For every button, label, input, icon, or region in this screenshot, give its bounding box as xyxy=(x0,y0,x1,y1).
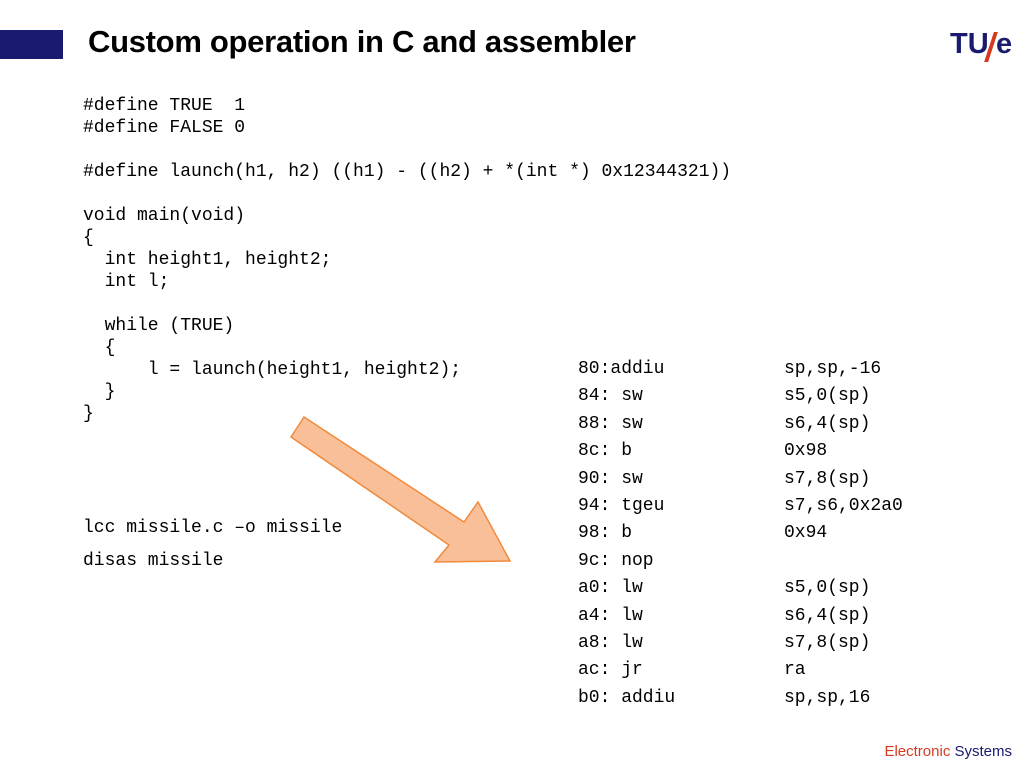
asm-operands: sp,sp,-16 xyxy=(784,359,882,379)
asm-row: 84: sw s5,0(sp) xyxy=(578,383,903,410)
asm-row: 94: tgeu s7,s6,0x2a0 xyxy=(578,493,903,520)
asm-row: 9c: nop xyxy=(578,548,903,575)
asm-operands: 0x98 xyxy=(784,441,828,462)
asm-row: b0: addiu sp,sp,16 xyxy=(578,685,903,712)
asm-operands: s5,0(sp) xyxy=(784,578,871,599)
asm-operands: sp,sp,16 xyxy=(784,687,871,708)
asm-row: ac: jr ra xyxy=(578,657,903,684)
asm-address: 80:addiu xyxy=(578,359,665,379)
asm-row: 80:addiu sp,sp,-16 xyxy=(578,356,903,383)
asm-address: 88: sw xyxy=(578,413,643,434)
asm-address: 84: sw xyxy=(578,386,643,407)
footer-word-electronic: Electronic xyxy=(884,743,951,760)
asm-address: 9c: nop xyxy=(578,550,654,571)
logo-text-tu: TU xyxy=(950,28,989,60)
assembly-listing: 80:addiu sp,sp,-16 84: sw s5,0(sp) 88: sw s… xyxy=(578,356,903,712)
c-source-code: #define TRUE 1 #define FALSE 0 #define l… xyxy=(83,96,732,424)
asm-operands: s7,s6,0x2a0 xyxy=(784,495,903,516)
asm-operands: s6,4(sp) xyxy=(784,605,871,626)
compile-command: lcc missile.c –o missile xyxy=(83,518,343,538)
asm-row: a8: lw s7,8(sp) xyxy=(578,630,903,657)
asm-row: 88: sw s6,4(sp) xyxy=(578,411,903,438)
asm-address: b0: addiu xyxy=(578,687,676,708)
asm-row: a4: lw s6,4(sp) xyxy=(578,603,903,630)
logo-text-e: e xyxy=(996,28,1013,60)
asm-operands: s7,8(sp) xyxy=(784,632,871,653)
asm-row: 90: sw s7,8(sp) xyxy=(578,466,903,493)
asm-operands: ra xyxy=(784,660,806,681)
asm-address: a8: lw xyxy=(578,632,643,653)
footer-brand: Electronic Systems xyxy=(884,743,1012,760)
asm-address: ac: jr xyxy=(578,660,643,681)
arrow-shape xyxy=(289,415,512,563)
asm-operands: s6,4(sp) xyxy=(784,413,871,434)
asm-address: 90: sw xyxy=(578,468,643,489)
title-accent-bar xyxy=(0,30,63,59)
asm-address: 98: b xyxy=(578,523,633,544)
asm-address: 94: tgeu xyxy=(578,495,665,516)
disassemble-command: disas missile xyxy=(83,551,224,571)
asm-row: 8c: b 0x98 xyxy=(578,438,903,465)
tue-logo: TU e xyxy=(950,26,1016,66)
asm-operands: s7,8(sp) xyxy=(784,468,871,489)
asm-row: a0: lw s5,0(sp) xyxy=(578,575,903,602)
asm-operands: s5,0(sp) xyxy=(784,386,871,407)
asm-address: a0: lw xyxy=(578,578,643,599)
asm-row: 98: b 0x94 xyxy=(578,520,903,547)
asm-address: 8c: b xyxy=(578,441,633,462)
footer-word-systems: Systems xyxy=(954,743,1012,760)
asm-address: a4: lw xyxy=(578,605,643,626)
asm-operands: 0x94 xyxy=(784,523,828,544)
slide-title: Custom operation in C and assembler xyxy=(88,24,636,59)
